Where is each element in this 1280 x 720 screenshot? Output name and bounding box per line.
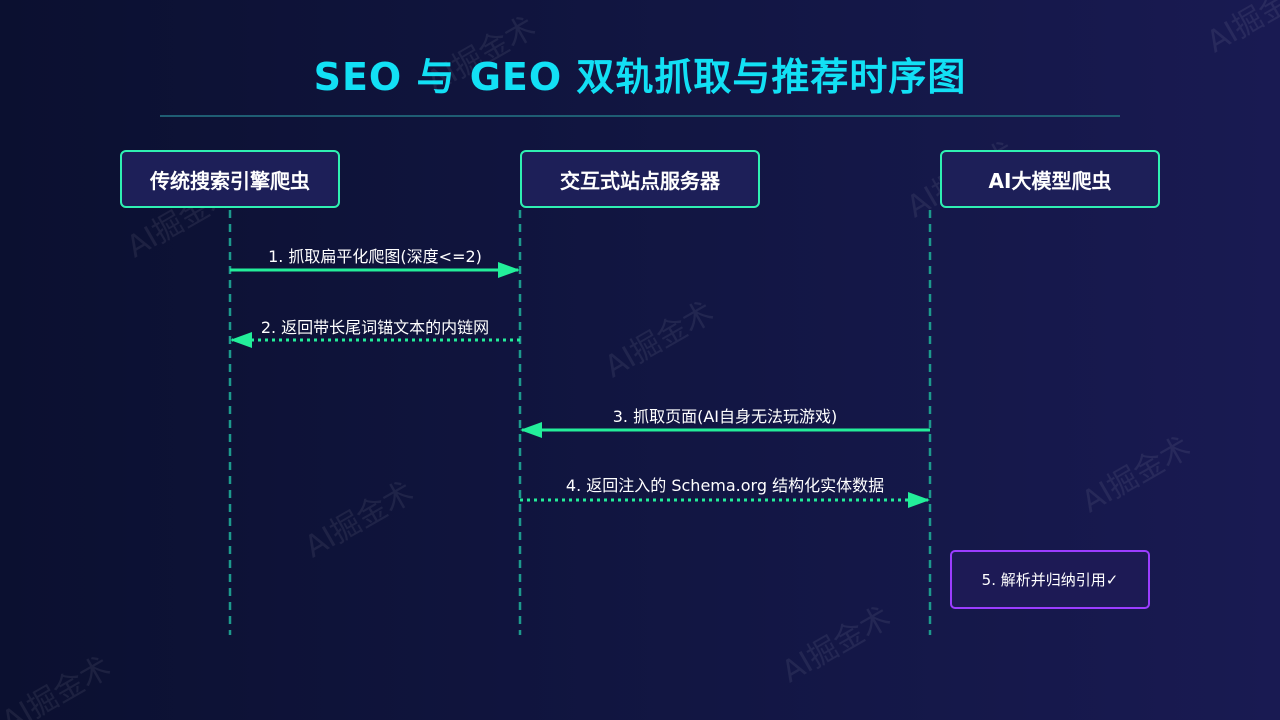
actor-server: 交互式站点服务器 [520, 150, 760, 208]
actor-ai-crawler-label: AI大模型爬虫 [988, 168, 1112, 193]
page-title: SEO 与 GEO 双轨抓取与推荐时序图 [313, 55, 967, 99]
actor-seo-crawler: 传统搜索引擎爬虫 [120, 150, 340, 208]
note-parse-cite: 5. 解析并归纳引用✓ [950, 550, 1150, 609]
actor-ai-crawler: AI大模型爬虫 [940, 150, 1160, 208]
message-label-1: 1. 抓取扁平化爬图(深度<=2) [268, 247, 482, 266]
title-divider [160, 115, 1120, 117]
message-label-2: 2. 返回带长尾词锚文本的内链网 [260, 318, 490, 337]
message-label-4: 4. 返回注入的 Schema.org 结构化实体数据 [565, 476, 885, 495]
message-label-3: 3. 抓取页面(AI自身无法玩游戏) [612, 407, 838, 426]
note-label: 5. 解析并归纳引用✓ [981, 571, 1119, 589]
actor-server-label: 交互式站点服务器 [560, 168, 720, 193]
actor-seo-crawler-label: 传统搜索引擎爬虫 [150, 168, 310, 193]
